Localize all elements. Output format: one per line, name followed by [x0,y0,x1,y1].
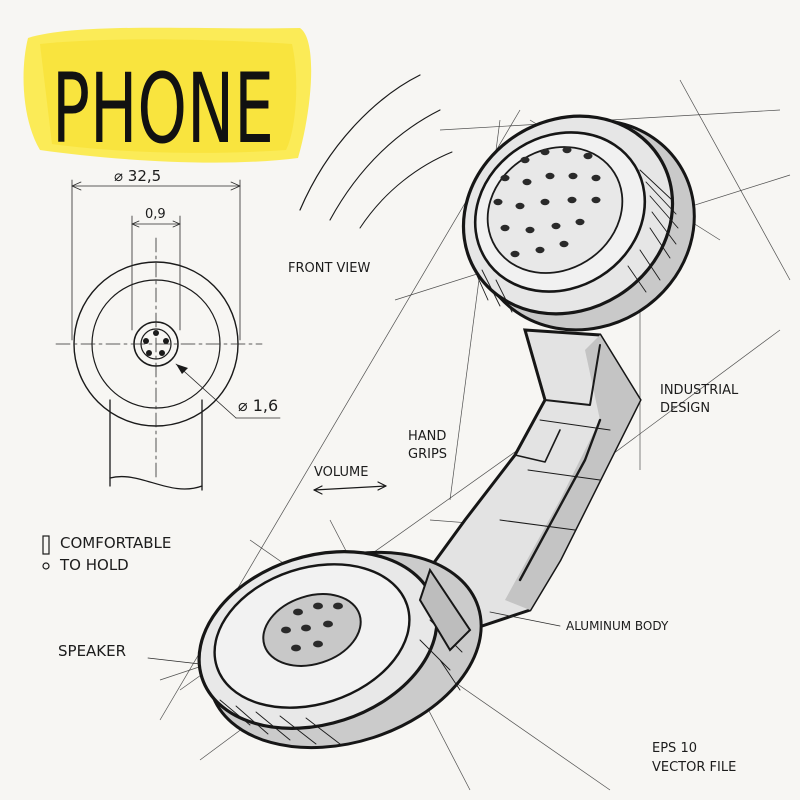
earpiece [461,114,696,332]
label-volume: VOLUME [314,465,368,480]
label-eps-2: VECTOR FILE [652,760,736,775]
dimension-hole: ⌀ 1,6 [238,396,278,415]
front-view-drawing: ⌀ 32,5 0,9 ⌀ 1,6 [55,167,281,491]
label-eps-1: EPS 10 [652,741,697,756]
label-comfortable-1: COMFORTABLE [60,534,171,552]
title-highlight [23,27,312,163]
volume-arrow-icon [313,481,387,495]
annotations: FRONT VIEW VOLUME HAND GRIPS INDUSTRIAL … [42,261,739,775]
label-industrial-2: DESIGN [660,401,710,416]
ringing-lines [299,74,453,229]
label-hand-grips-2: GRIPS [408,447,447,462]
label-speaker: SPEAKER [58,642,126,660]
label-comfortable-2: TO HOLD [59,556,129,574]
exclamation-icon [42,535,50,570]
dimension-inner: 0,9 [145,207,166,222]
page-title: PHONE [52,53,274,165]
label-industrial-1: INDUSTRIAL [660,383,739,398]
label-aluminum-body: ALUMINUM BODY [566,619,669,633]
handset-sketch [159,79,791,791]
label-hand-grips-1: HAND [408,429,446,444]
dimension-outer: ⌀ 32,5 [114,167,161,185]
mouthpiece [197,550,483,750]
label-front-view: FRONT VIEW [288,261,370,276]
